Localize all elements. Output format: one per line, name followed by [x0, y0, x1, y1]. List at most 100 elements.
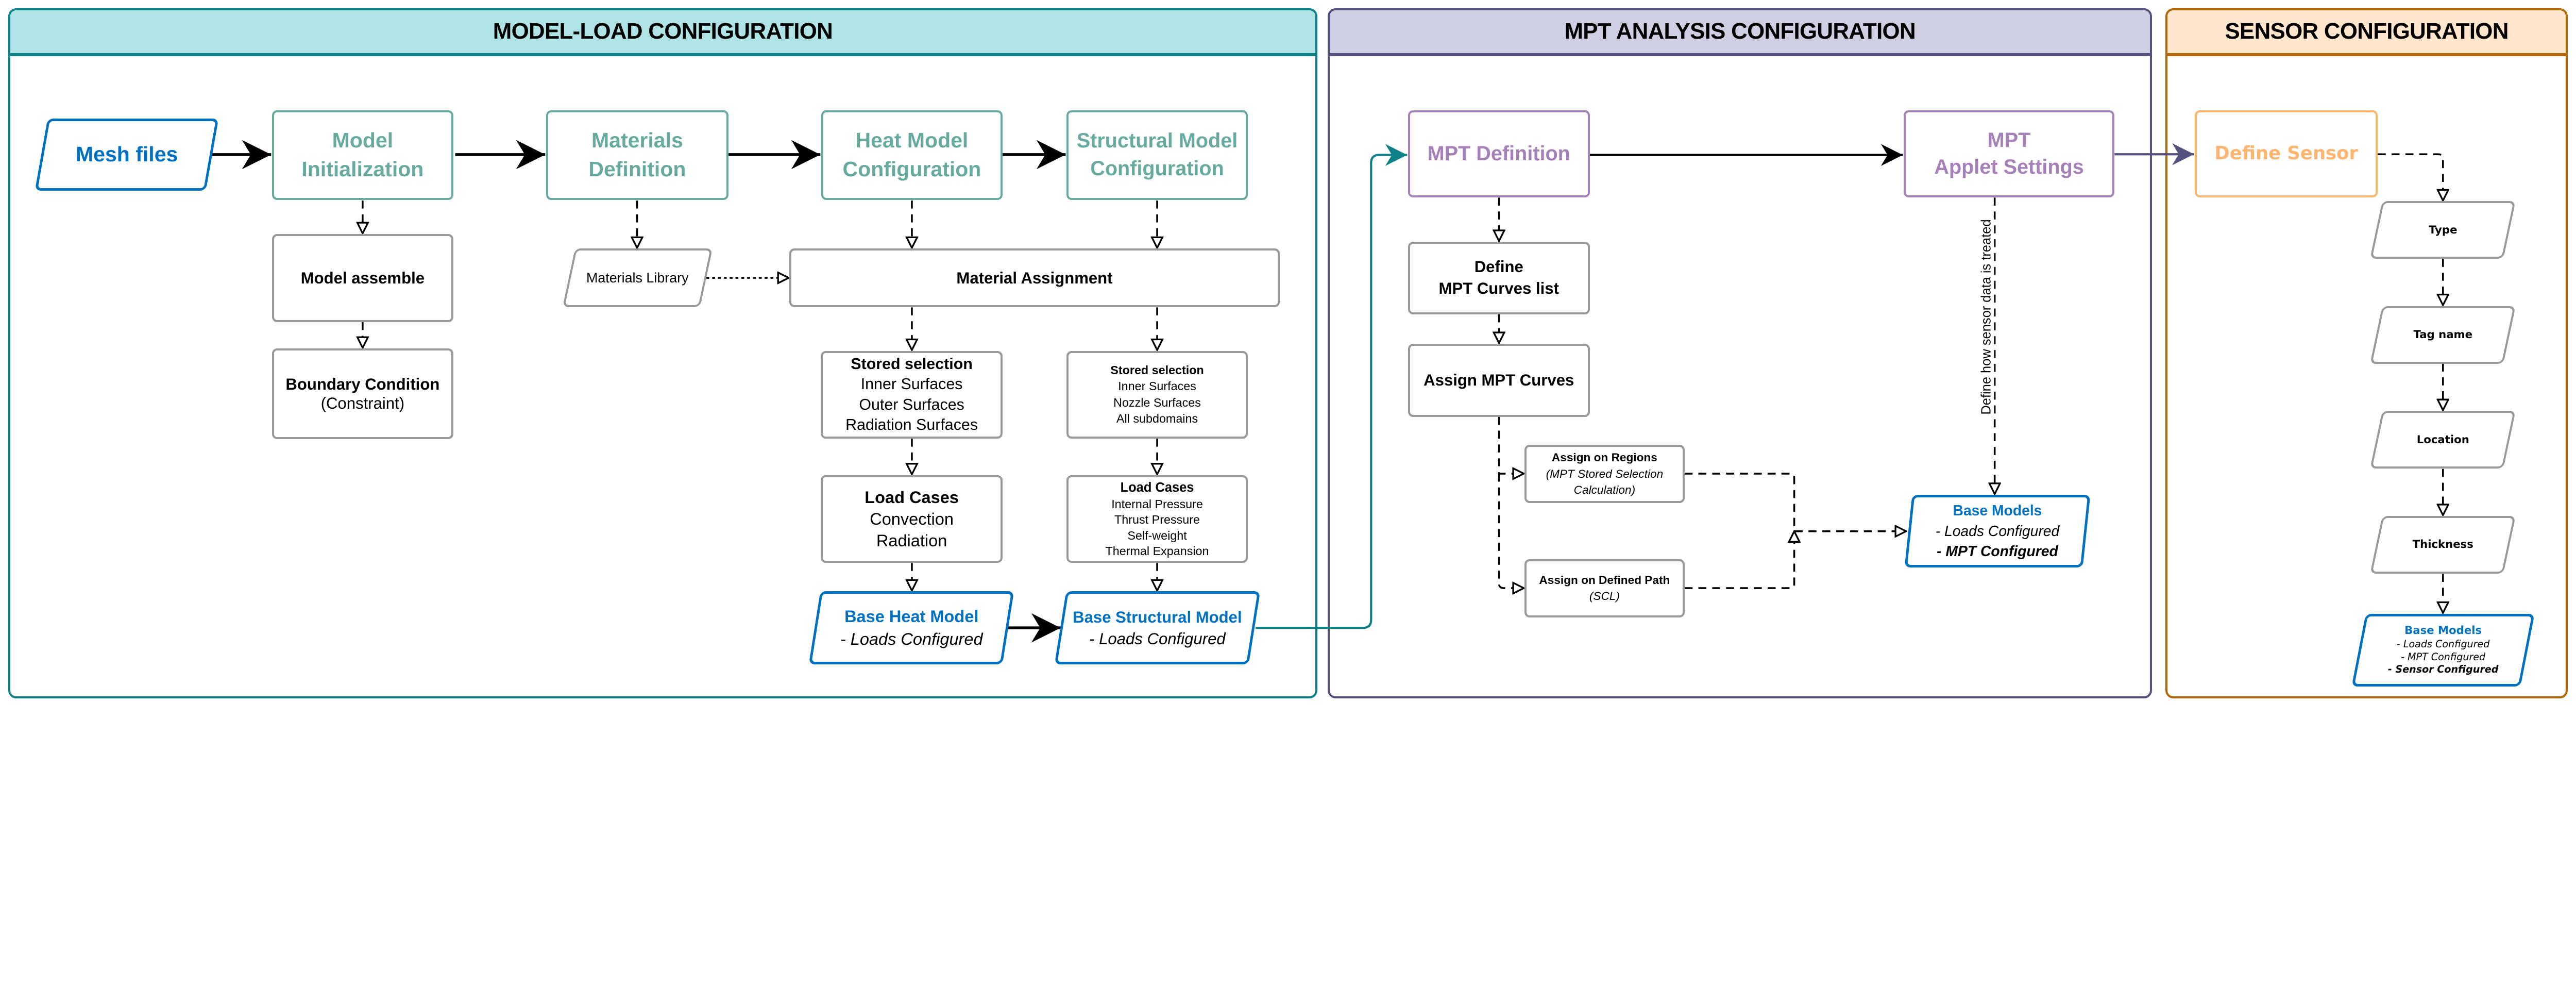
assign-on-regions-node[interactable]: Assign on Regions (MPT Stored Selection … [1524, 445, 1685, 504]
node-label: Define Sensor [2214, 143, 2358, 164]
list-item: Outer Surfaces [859, 395, 964, 413]
mpt-base-models-node[interactable]: Base Models - Loads Configured - MPT Con… [1904, 494, 2091, 568]
list-item: Thermal Expansion [1105, 544, 1209, 558]
heat-load-cases-node[interactable]: Load Cases Convection Radiation [821, 475, 1003, 563]
node-label: MPT Curves list [1438, 279, 1559, 298]
node-label: Load Cases [865, 488, 959, 507]
node-label: Assign MPT Curves [1423, 371, 1574, 390]
list-item: - MPT Configured [1937, 543, 2058, 560]
list-item: Nozzle Surfaces [1113, 395, 1201, 409]
node-label: Assign on Regions [1551, 451, 1657, 464]
node-label: Model assemble [300, 269, 425, 287]
dash-path-to-base [1684, 531, 1794, 589]
assign-mpt-curves-node[interactable]: Assign MPT Curves [1408, 344, 1590, 417]
dash-assign-to-regions [1498, 416, 1524, 474]
list-item: Radiation Surfaces [845, 416, 978, 434]
node-label: Base Models [1953, 502, 2042, 519]
node-sublabel: (Constraint) [320, 394, 405, 412]
materials-definition-node[interactable]: Materials Definition [546, 110, 729, 200]
define-sensor-node[interactable]: Define Sensor [2195, 110, 2378, 198]
node-label: Applet Settings [1934, 155, 2084, 178]
node-label: Stored selection [1110, 363, 1204, 377]
list-item: - Loads Configured [2396, 638, 2490, 650]
node-label: Structural Model [1076, 129, 1238, 153]
node-label: MPT [1987, 129, 2031, 152]
panel-header: MPT ANALYSIS CONFIGURATION [1330, 10, 2150, 57]
material-assignment-node[interactable]: Material Assignment [789, 248, 1280, 308]
list-item: - Loads Configured [1935, 522, 2060, 539]
node-label: Material Assignment [956, 269, 1113, 287]
node-label: Materials Library [586, 270, 689, 286]
node-label: Configuration [842, 157, 981, 181]
list-item: Convection [870, 509, 954, 528]
structural-stored-selection-node[interactable]: Stored selection Inner Surfaces Nozzle S… [1066, 350, 1248, 439]
node-label: Assign on Defined Path [1539, 573, 1670, 587]
list-item: Inner Surfaces [860, 375, 963, 393]
sensor-step-tag-name[interactable]: Tag name [2370, 306, 2516, 364]
heat-model-configuration-node[interactable]: Heat Model Configuration [821, 110, 1003, 200]
panel-header: MODEL-LOAD CONFIGURATION [10, 10, 1316, 57]
assign-on-defined-path-node[interactable]: Assign on Defined Path (SCL) [1524, 559, 1685, 617]
mpt-definition-node[interactable]: MPT Definition [1408, 110, 1590, 198]
node-sublabel: Calculation) [1573, 483, 1636, 497]
node-label: Define [1474, 258, 1523, 276]
sensor-step-thickness[interactable]: Thickness [2370, 515, 2516, 574]
node-label: Base Heat Model [844, 607, 979, 626]
dash-sensor-to-type [2378, 153, 2443, 200]
edge-label: Define how sensor data is treated [1979, 218, 1994, 416]
node-label: Location [2416, 433, 2469, 446]
model-initialization-node[interactable]: Model Initialization [272, 110, 453, 200]
panel-title: MODEL-LOAD CONFIGURATION [493, 19, 833, 44]
sensor-step-type[interactable]: Type [2370, 201, 2516, 259]
node-label: Stored selection [851, 355, 973, 373]
mpt-applet-settings-node[interactable]: MPT Applet Settings [1903, 110, 2115, 198]
boundary-condition-node[interactable]: Boundary Condition (Constraint) [272, 348, 453, 439]
node-label: Model [332, 128, 394, 153]
node-label: Thickness [2412, 538, 2473, 551]
node-sublabel: - Loads Configured [840, 629, 983, 648]
arrow-basestruct-to-mptdef [1256, 144, 1408, 629]
node-label: Definition [588, 157, 686, 181]
materials-library-node[interactable]: Materials Library [562, 248, 713, 308]
node-sublabel: (SCL) [1589, 590, 1620, 603]
node-label: Boundary Condition [285, 375, 440, 393]
node-sublabel: (MPT Stored Selection [1546, 467, 1664, 480]
structural-model-configuration-node[interactable]: Structural Model Configuration [1066, 110, 1248, 200]
node-label: MPT Definition [1427, 142, 1570, 165]
sensor-base-models-node[interactable]: Base Models - Loads Configured - MPT Con… [2351, 613, 2535, 687]
panel-title: SENSOR CONFIGURATION [2225, 19, 2509, 44]
sensor-step-location[interactable]: Location [2370, 411, 2516, 469]
list-item: Inner Surfaces [1118, 379, 1196, 393]
connectors [210, 140, 2576, 643]
node-label: Base Structural Model [1073, 608, 1242, 626]
list-item: Self-weight [1127, 528, 1187, 542]
list-item: Internal Pressure [1111, 497, 1203, 511]
diagram-stage: MODEL-LOAD CONFIGURATION MPT ANALYSIS CO… [8, 8, 2576, 699]
dash-regions-to-base [1684, 473, 1906, 531]
node-label: Materials [591, 128, 683, 153]
node-label: Mesh files [76, 142, 178, 166]
structural-load-cases-node[interactable]: Load Cases Internal Pressure Thrust Pres… [1066, 475, 1248, 563]
node-label: Load Cases [1120, 480, 1194, 495]
node-label: Initialization [301, 157, 424, 181]
model-assemble-node[interactable]: Model assemble [272, 234, 453, 322]
node-label: Configuration [1090, 157, 1224, 180]
dash-assign-to-path [1498, 473, 1524, 588]
list-item: Radiation [876, 531, 947, 550]
panel-title: MPT ANALYSIS CONFIGURATION [1564, 19, 1916, 44]
base-structural-model-node[interactable]: Base Structural Model - Loads Configured [1054, 591, 1261, 665]
list-item: - Sensor Configured [2387, 663, 2499, 676]
panel-header: SENSOR CONFIGURATION [2167, 10, 2566, 57]
node-label: Heat Model [855, 128, 969, 153]
mesh-files-node[interactable]: Mesh files [35, 118, 219, 191]
base-heat-model-node[interactable]: Base Heat Model - Loads Configured [808, 591, 1014, 665]
list-item: Thrust Pressure [1114, 513, 1200, 527]
heat-stored-selection-node[interactable]: Stored selection Inner Surfaces Outer Su… [821, 350, 1003, 439]
node-sublabel: - Loads Configured [1089, 629, 1226, 648]
list-item: All subdomains [1116, 412, 1198, 426]
node-label: Tag name [2413, 328, 2473, 341]
node-label: Base Models [2404, 624, 2482, 638]
list-item: - MPT Configured [2401, 650, 2486, 663]
node-label: Type [2429, 223, 2458, 237]
define-mpt-curves-list-node[interactable]: Define MPT Curves list [1408, 242, 1590, 314]
